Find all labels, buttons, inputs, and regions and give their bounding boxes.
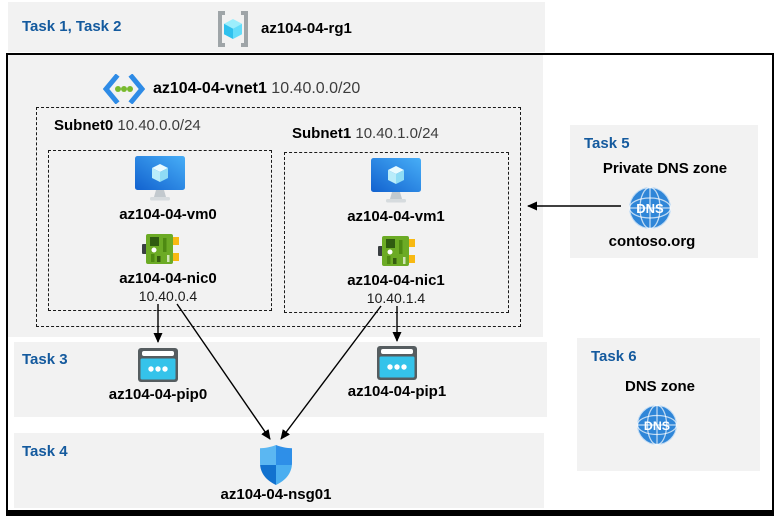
vm1-label: az104-04-vm1	[347, 208, 445, 225]
pip1-icon	[377, 346, 417, 380]
resource-group-label: az104-04-rg1	[261, 20, 352, 37]
dns-icon-text: DNS	[644, 419, 670, 433]
nsg-shield-icon	[260, 445, 292, 485]
private-dns-zone-icon: DNS	[628, 186, 672, 230]
vnet-header: az104-04-vnet1 10.40.0.0/20	[153, 80, 360, 98]
subnet0-label: Subnet0 10.40.0.0/24	[54, 117, 201, 134]
resource-group-icon	[218, 11, 248, 47]
task4-heading: Task 4	[22, 443, 68, 460]
subnet1-label: Subnet1 10.40.1.0/24	[292, 125, 439, 142]
subnet0-cidr: 10.40.0.0/24	[117, 117, 201, 134]
subnet0-name: Subnet0	[54, 117, 114, 134]
vm1-icon	[371, 158, 421, 203]
vm0-label: az104-04-vm0	[119, 206, 217, 223]
top-band: Task 1, Task 2 az104-04-rg1	[8, 2, 545, 52]
private-dns-zone-title: Private DNS zone	[602, 160, 728, 177]
pip0-label: az104-04-pip0	[108, 386, 208, 403]
task6-heading: Task 6	[591, 348, 637, 365]
nic1-icon	[378, 236, 415, 266]
dns-icon-text: DNS	[636, 201, 664, 216]
vnet-box	[8, 55, 543, 337]
nic0-ip: 10.40.0.4	[138, 288, 198, 304]
subnet1-cidr: 10.40.1.0/24	[355, 125, 439, 142]
dns-zone-title: DNS zone	[624, 378, 695, 395]
pip1-label: az104-04-pip1	[347, 383, 447, 400]
pip0-icon	[138, 348, 178, 382]
nic0-icon	[142, 234, 179, 264]
contoso-zone-label: contoso.org	[608, 233, 696, 250]
nic0-label: az104-04-nic0	[119, 270, 217, 287]
nsg-label: az104-04-nsg01	[220, 486, 332, 503]
vnet-icon	[103, 74, 145, 104]
task5-heading: Task 5	[584, 135, 630, 152]
vnet-name: az104-04-vnet1	[153, 80, 267, 97]
vm0-icon	[135, 156, 185, 201]
dns-zone-icon: DNS	[636, 404, 678, 446]
subnets-container	[36, 107, 521, 327]
subnet1-name: Subnet1	[292, 125, 352, 142]
nic1-ip: 10.40.1.4	[366, 290, 426, 306]
task3-band: Task 3	[14, 342, 547, 417]
nic1-label: az104-04-nic1	[347, 272, 445, 289]
vnet-cidr: 10.40.0.0/20	[271, 80, 361, 97]
task3-heading: Task 3	[22, 351, 68, 368]
diagram-frame	[6, 53, 774, 516]
task-1-2-heading: Task 1, Task 2	[22, 18, 122, 35]
subnet0-box	[48, 150, 272, 311]
task5-box: Task 5	[570, 125, 758, 258]
task6-box: Task 6	[577, 338, 760, 471]
